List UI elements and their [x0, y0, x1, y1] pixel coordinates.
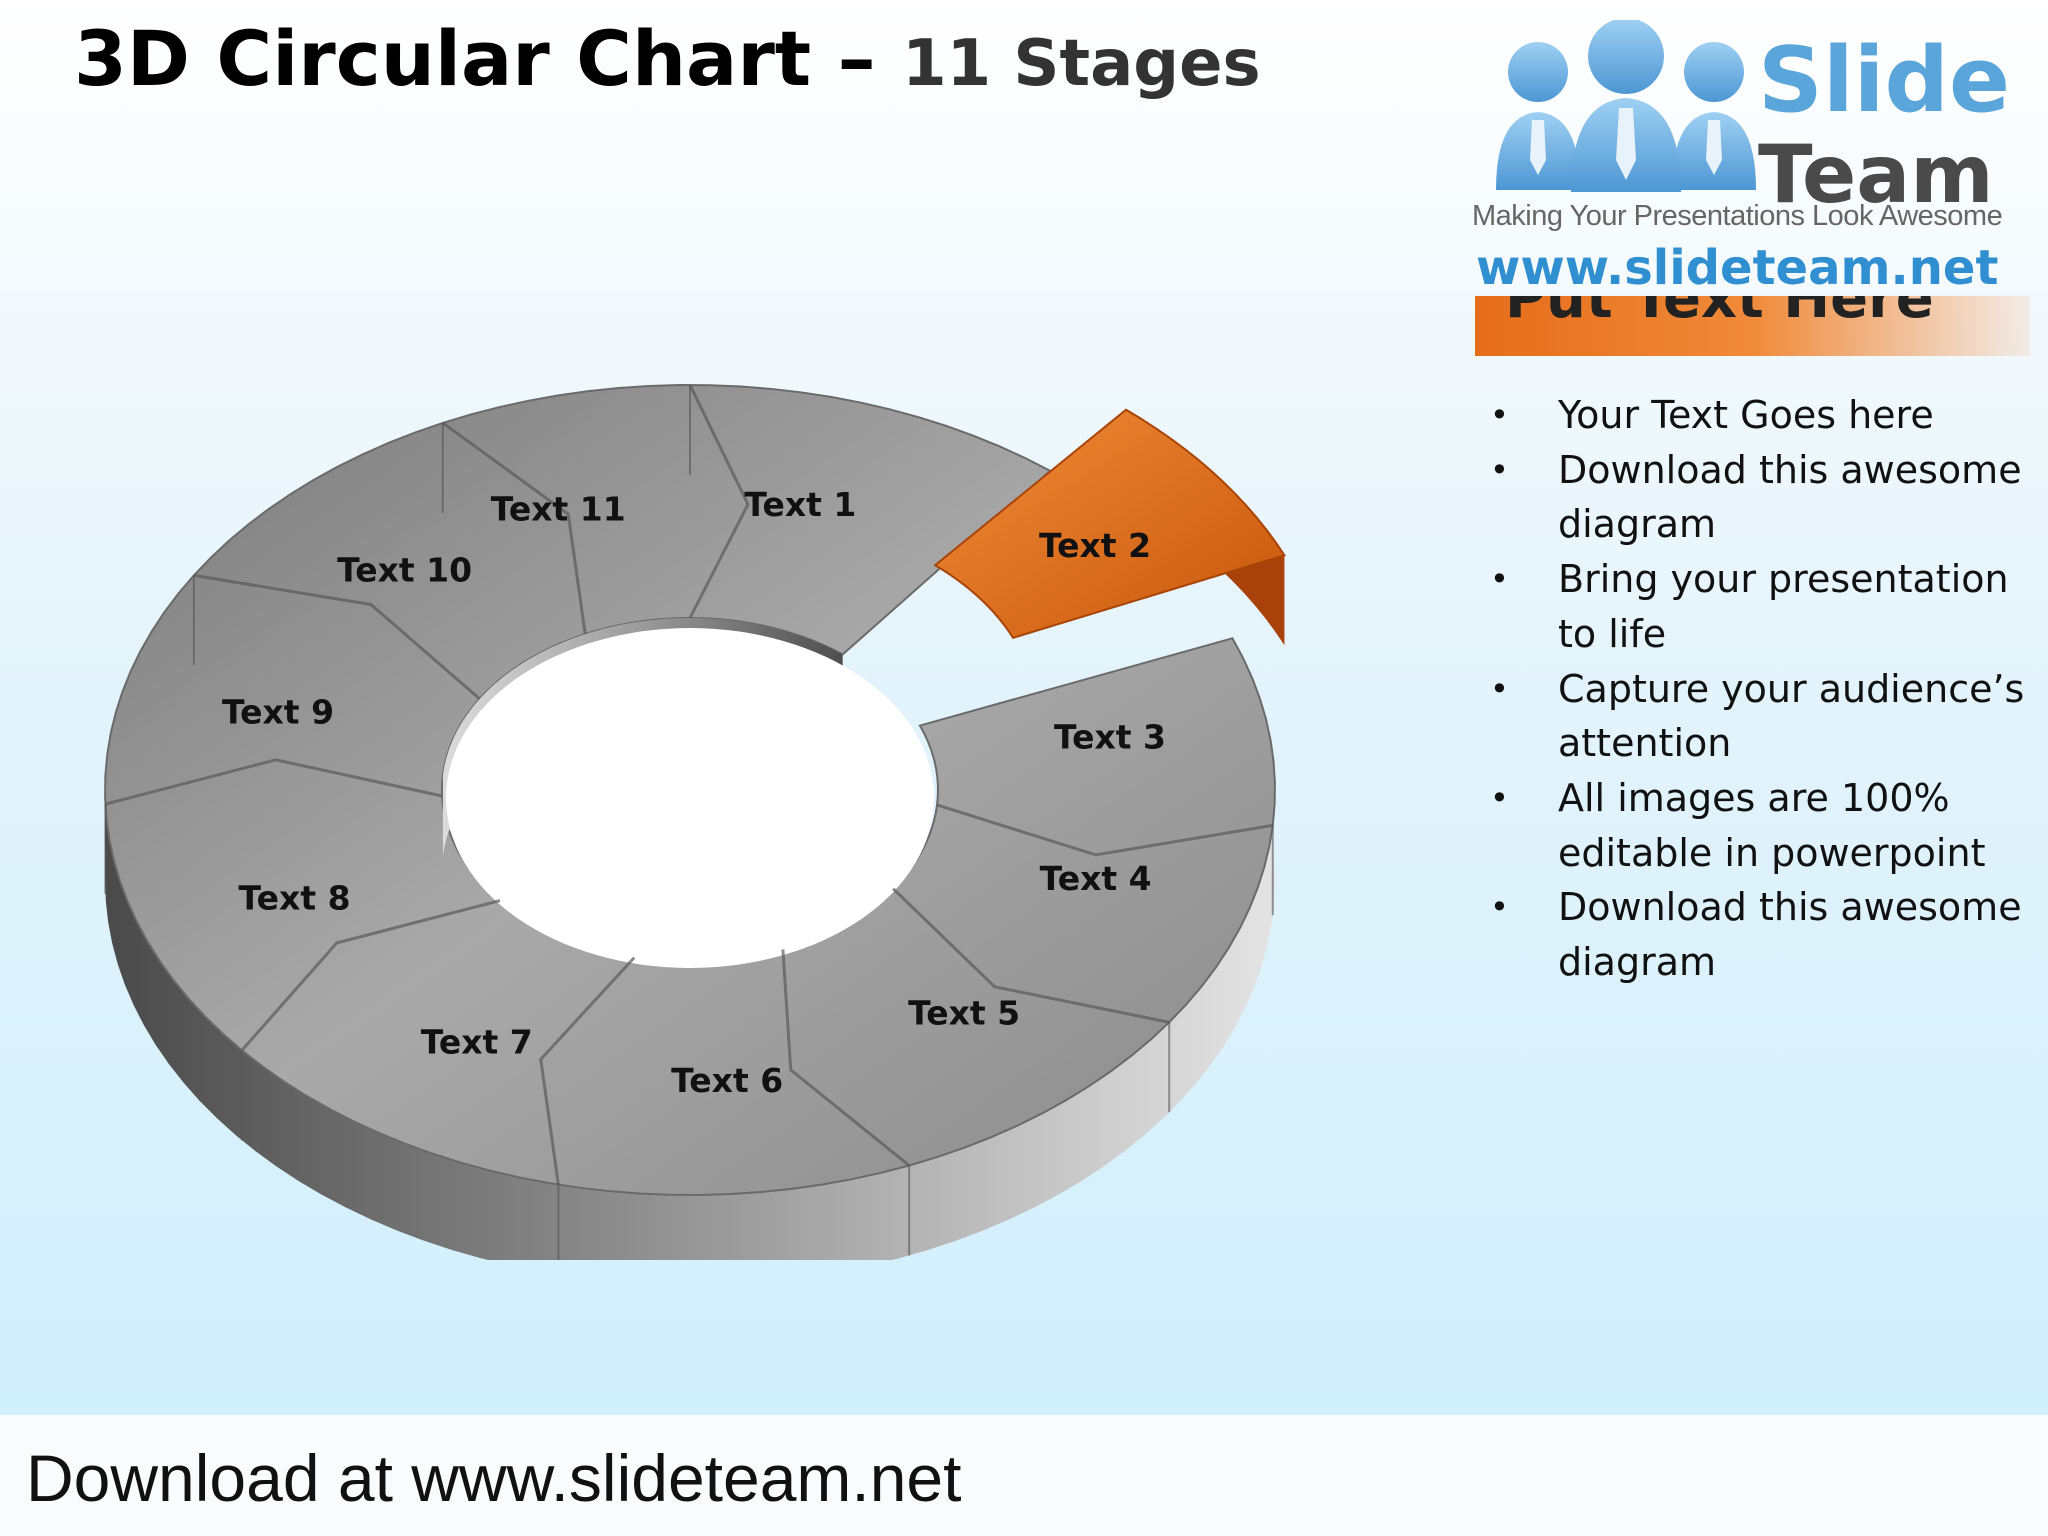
bullet-dot: •	[1490, 396, 1509, 434]
slide-title: 3D Circular Chart – 11 Stages	[74, 14, 1261, 103]
bullet-dot: •	[1490, 669, 1509, 708]
segment-divider	[688, 384, 750, 619]
stage-label-2: Text 2	[1039, 526, 1151, 565]
footer-download-text[interactable]: Download at www.slideteam.net	[26, 1441, 962, 1515]
slideteam-logo: Slide Team Making Your Presentations Loo…	[1468, 20, 2028, 310]
stage-label-11: Text 11	[491, 489, 626, 528]
bullet-item: • Bring your presentation to life	[1490, 552, 2030, 661]
logo-url-wrap: www.slideteam.net	[1476, 240, 1998, 296]
segment-divider	[104, 758, 443, 806]
bullet-text: All images are 100% editable in powerpoi…	[1558, 775, 1986, 875]
stage-label-6: Text 6	[671, 1061, 783, 1100]
bullet-dot: •	[1490, 778, 1509, 817]
circular-stage-diagram: Text 1 Text 2 Text 3 Text 4 Text 5 Text 6 Text…	[104, 384, 1287, 1260]
title-main: 3D Circular Chart –	[74, 14, 903, 103]
segment-divider	[441, 421, 587, 635]
footer-band	[0, 1415, 2048, 1536]
ring-labels: Text 1 Text 2 Text 3 Text 4 Text 5 Text 6 Text…	[222, 485, 1166, 1100]
stage-label-3: Text 3	[1054, 718, 1166, 757]
bullet-item: • Download this awesome diagram	[1490, 880, 2030, 989]
bullet-item: • All images are 100% editable in powerpo…	[1490, 771, 2030, 880]
bullet-item: • Capture your audience’s attention	[1490, 662, 2030, 771]
stage-label-8: Text 8	[239, 878, 351, 917]
logo-tagline: Making Your Presentations Look Awesome	[1472, 200, 2003, 232]
panel-heading-bar: Put Text Here	[1475, 296, 2030, 356]
bullet-text: Capture your audience’s attention	[1558, 666, 2025, 766]
logo-url[interactable]: www.slideteam.net	[1476, 240, 1999, 296]
stage-label-7: Text 7	[421, 1023, 533, 1062]
bullet-dot: •	[1490, 560, 1509, 599]
title-sub: 11 Stages	[902, 27, 1261, 101]
stage-label-9: Text 9	[222, 693, 334, 732]
bullet-text: Bring your presentation to life	[1558, 557, 2009, 656]
segment-divider	[936, 803, 1274, 857]
stage-label-10: Text 10	[337, 550, 472, 589]
segment-divider	[892, 887, 1170, 1024]
segment-divider	[240, 899, 501, 1052]
bullet-text: Download this awesome diagram	[1558, 885, 2022, 985]
bullet-item: • Your Text Goes here	[1490, 388, 2030, 443]
logo-brand-team: Team	[1758, 128, 1994, 221]
stage-label-5: Text 5	[908, 993, 1020, 1032]
segment-divider	[539, 956, 636, 1185]
stage-label-1: Text 1	[744, 485, 856, 524]
ring-geometry	[104, 384, 1287, 1260]
bullet-item: • Download this awesome diagram	[1490, 443, 2030, 552]
stage-2-piece	[933, 408, 1287, 640]
bullet-dot: •	[1490, 888, 1509, 927]
segment-divider	[781, 949, 911, 1167]
bullet-text: Your Text Goes here	[1558, 393, 1934, 437]
stage-label-4: Text 4	[1040, 859, 1152, 898]
people-icon	[1496, 20, 1756, 192]
logo-brand-slide: Slide	[1758, 28, 2010, 133]
bullet-dot: •	[1490, 450, 1509, 489]
bullet-list: • Your Text Goes here • Download this awes…	[1490, 388, 2030, 990]
segment-divider	[193, 573, 481, 700]
panel-heading: Put Text Here	[1505, 296, 1934, 331]
bullet-text: Download this awesome diagram	[1558, 447, 2022, 547]
ring-hole	[446, 628, 934, 968]
